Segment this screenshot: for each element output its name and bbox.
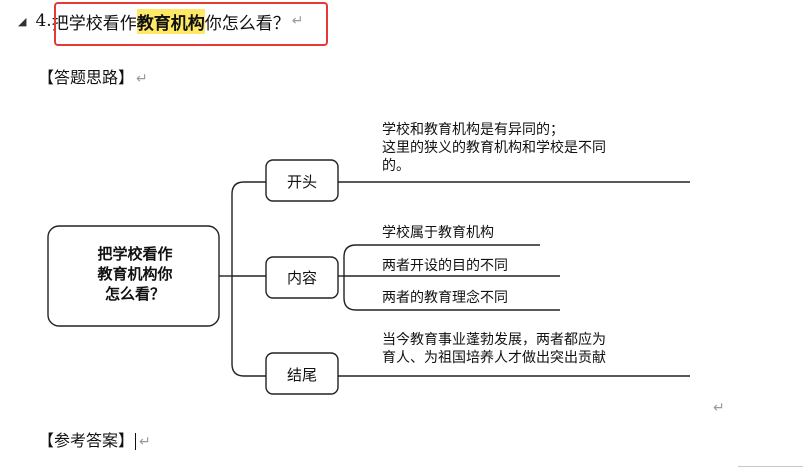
leaf-ending: 当今教育事业蓬勃发展，两者都应为 育人、为祖国培养人才做出突出贡献 [382,331,606,366]
mind-map-root: 把学校看作 教育机构你 怎么看？ [47,225,220,327]
root-line-3: 怎么看？ [105,285,165,303]
paragraph-mark-icon: ↵ [139,434,151,450]
text-cursor [135,433,137,450]
page-divider [738,466,803,467]
leaf-line: 两者的教育理念不同 [382,289,508,306]
leaf-line: 这里的狭义的教育机构和学校是不同 [382,139,606,156]
leaf-opening: 学校和教育机构是有异同的； 这里的狭义的教育机构和学校是不同 的。 [382,121,606,174]
branch-box [265,352,339,395]
paragraph-mark-icon: ↵ [291,13,304,29]
section-answer: 【参考答案】↵ [38,427,151,451]
mind-map-connectors [219,181,690,377]
leaf-content-3: 两者的教育理念不同 [382,289,508,306]
question-number: 4. [35,11,52,31]
leaf-line: 两者开设的目的不同 [382,258,508,274]
branch-node-opening: 开头 [265,159,339,202]
leaf-line: 育人、为祖国培养人才做出突出贡献 [382,350,606,366]
branch-box [265,159,339,202]
red-highlight-box [54,2,328,46]
leaf-content-2: 两者开设的目的不同 [382,258,508,274]
root-line-2: 教育机构你 [96,265,172,283]
section-approach-label: 【答题思路】 [38,68,135,87]
branch-box [265,256,339,299]
paragraph-mark-icon: ↵ [136,71,148,87]
leaf-line: 学校和教育机构是有异同的； [382,121,564,138]
leaf-line: 的。 [382,158,410,174]
collapse-triangle-icon[interactable]: ◢ [18,14,27,28]
question-text-suffix: 你怎么看？ [204,13,290,34]
branch-node-content: 内容 [265,256,339,299]
branch-label: 开头 [287,173,317,191]
branch-node-ending: 结尾 [265,352,339,395]
branch-label: 结尾 [287,366,317,384]
section-answer-label: 【参考答案】 [38,431,135,450]
root-line-1: 把学校看作 [97,245,172,263]
question-heading: ◢ 4. 把学校看作 教育机构 你怎么看？ ↵ [18,8,304,34]
highlighted-term: 教育机构 [136,8,205,34]
leaf-line: 当今教育事业蓬勃发展，两者都应为 [382,331,606,348]
branch-label: 内容 [287,269,317,287]
section-approach: 【答题思路】↵ [38,64,148,88]
leaf-content-1: 学校属于教育机构 [382,224,494,241]
question-text-prefix: 把学校看作 [51,13,137,34]
leaf-line: 学校属于教育机构 [382,224,494,241]
paragraph-mark-icon: ↵ [713,400,725,416]
root-box [47,225,220,327]
